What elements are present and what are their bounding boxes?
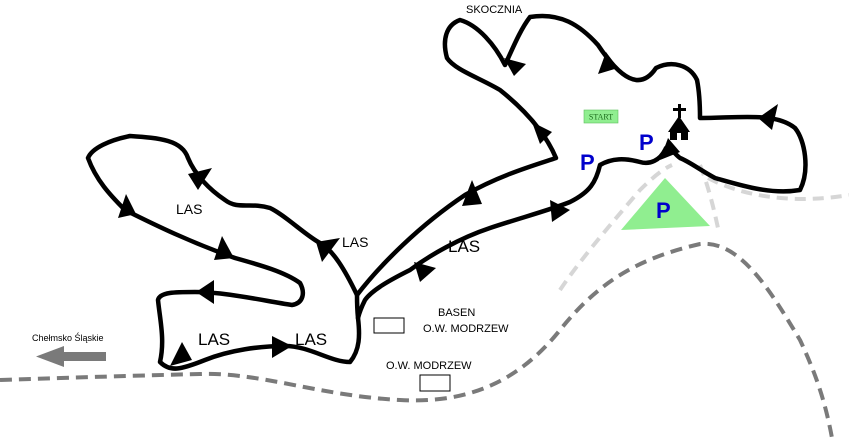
- minor-road-3: [707, 176, 849, 201]
- skocznia-label: SKOCZNIA: [466, 4, 523, 16]
- minor-road-1: [558, 163, 673, 292]
- parking-area: [621, 178, 710, 230]
- trail-arrow: [316, 238, 340, 262]
- pool-label: BASEN: [438, 307, 475, 319]
- trail-arrow: [196, 280, 214, 304]
- main-road: [0, 241, 834, 439]
- forest-label: LAS: [295, 330, 327, 349]
- left-arrow-icon: [36, 346, 106, 367]
- church-icon: [668, 104, 690, 140]
- trail-arrow: [188, 168, 212, 190]
- parking-label-3: P: [656, 198, 671, 223]
- trail-arrow: [758, 104, 778, 130]
- forest-label: LAS: [176, 201, 202, 217]
- trail-arrow: [550, 200, 570, 222]
- pool-owner-label: O.W. MODRZEW: [423, 323, 509, 335]
- direction-label: Chełmsko Śląskie: [32, 332, 104, 343]
- trail-arrow: [532, 122, 552, 144]
- trail-arrow: [414, 262, 436, 282]
- trail-arrow: [214, 236, 234, 260]
- parking-label-1: P: [580, 150, 595, 175]
- forest-label: LAS: [198, 330, 230, 349]
- forest-label: LAS: [448, 237, 480, 256]
- pool-marker: [373, 317, 405, 334]
- forest-label: LAS: [342, 234, 368, 250]
- parking-label-2: P: [639, 130, 654, 155]
- trail-arrow: [272, 336, 292, 358]
- trail-arrow: [462, 180, 482, 206]
- start-marker: [583, 109, 619, 124]
- trail-arrow: [660, 138, 680, 160]
- trail-direction-arrows: [118, 52, 778, 366]
- trail-main-loop: [354, 13, 808, 321]
- resort-label: O.W. MODRZEW: [386, 360, 472, 372]
- trail-arrow: [504, 58, 526, 76]
- resort-marker: [419, 374, 451, 392]
- trail-arrow: [170, 342, 192, 366]
- trail-arrow: [118, 194, 136, 218]
- start-label: START: [589, 113, 613, 122]
- trail-arrow: [598, 52, 618, 74]
